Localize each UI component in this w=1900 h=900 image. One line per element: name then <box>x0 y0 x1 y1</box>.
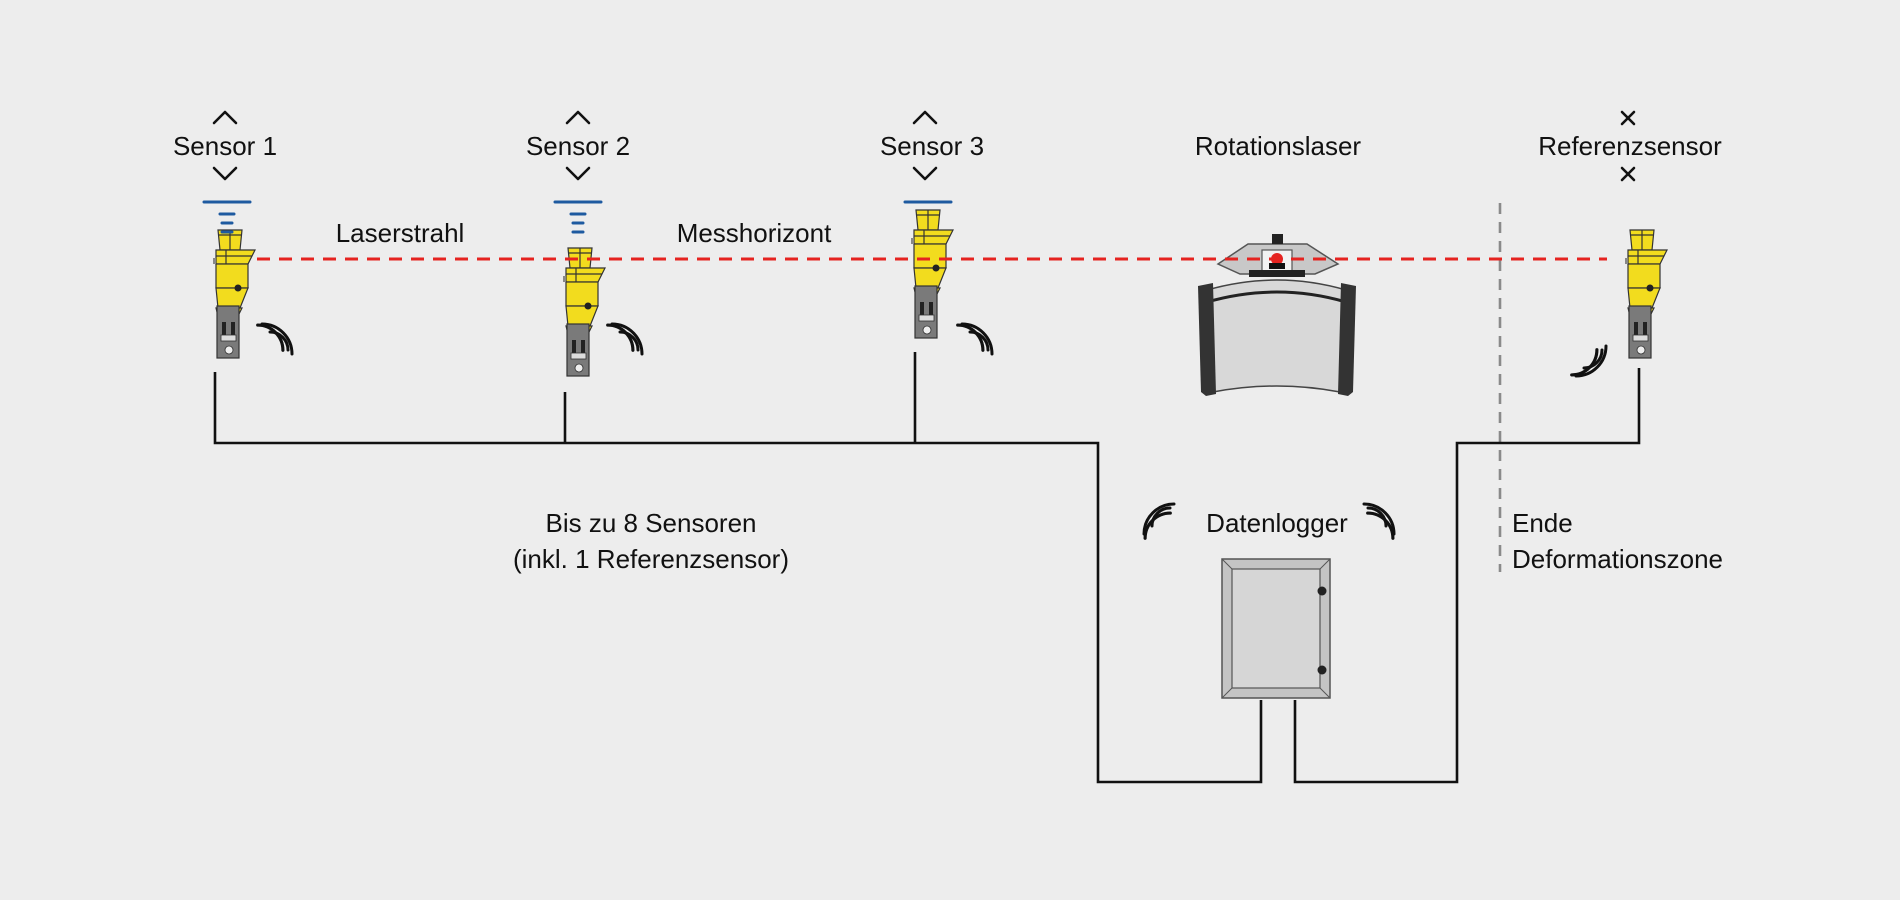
datalogger-wireless-left-icon <box>1142 502 1176 540</box>
datalogger-wireless-right-icon <box>1362 502 1396 540</box>
laser-beam-label: Laserstrahl <box>335 218 465 248</box>
deformation-zone-label: Ende Deformationszone <box>1512 505 1723 577</box>
rotation-laser-device <box>1198 234 1356 396</box>
datalogger-label: Datenlogger <box>1206 508 1348 538</box>
sensor-2-up-down-chevron-icon <box>565 110 591 181</box>
deformation-zone-label-line-1: Ende <box>1512 508 1573 538</box>
sensor-1-label: Sensor 1 <box>172 131 278 161</box>
reference-sensor-wireless-icon <box>1570 344 1608 378</box>
datalogger-device <box>1221 558 1331 699</box>
sensor-3-wireless-icon <box>956 322 994 356</box>
sensor-3-device <box>910 209 954 339</box>
rotation-laser-label: Rotationslaser <box>1194 131 1362 161</box>
sensor-1-wireless-icon <box>256 322 294 356</box>
laser-emitter <box>1269 253 1285 269</box>
reference-sensor-device <box>1624 229 1668 359</box>
sensor-2-scale-icon <box>553 200 603 234</box>
sensor-1-scale-icon <box>202 200 252 234</box>
sensor-1-up-down-chevron-icon <box>212 110 238 181</box>
sensor-2-label: Sensor 2 <box>525 131 631 161</box>
sensor-2-wireless-icon <box>606 322 644 356</box>
deformation-zone-label-line-2: Deformationszone <box>1512 544 1723 574</box>
sensor-3-label: Sensor 3 <box>879 131 985 161</box>
sensor-count-note-line-2: (inkl. 1 Referenzsensor) <box>513 544 789 574</box>
sensor-1-device <box>212 229 256 359</box>
connection-wire-right <box>1293 368 1641 784</box>
reference-sensor-label: Referenzsensor <box>1538 131 1722 161</box>
sensor-3-up-down-chevron-icon <box>912 110 938 181</box>
measuring-horizon-label: Messhorizont <box>676 218 832 248</box>
connection-wire-left <box>213 372 1263 784</box>
sensor-count-note-line-1: Bis zu 8 Sensoren <box>545 508 757 538</box>
reference-sensor-x-mark-icon <box>1620 110 1636 182</box>
sensor-count-note: Bis zu 8 Sensoren (inkl. 1 Referenzsenso… <box>513 505 789 577</box>
sensor-2-device <box>562 247 606 377</box>
